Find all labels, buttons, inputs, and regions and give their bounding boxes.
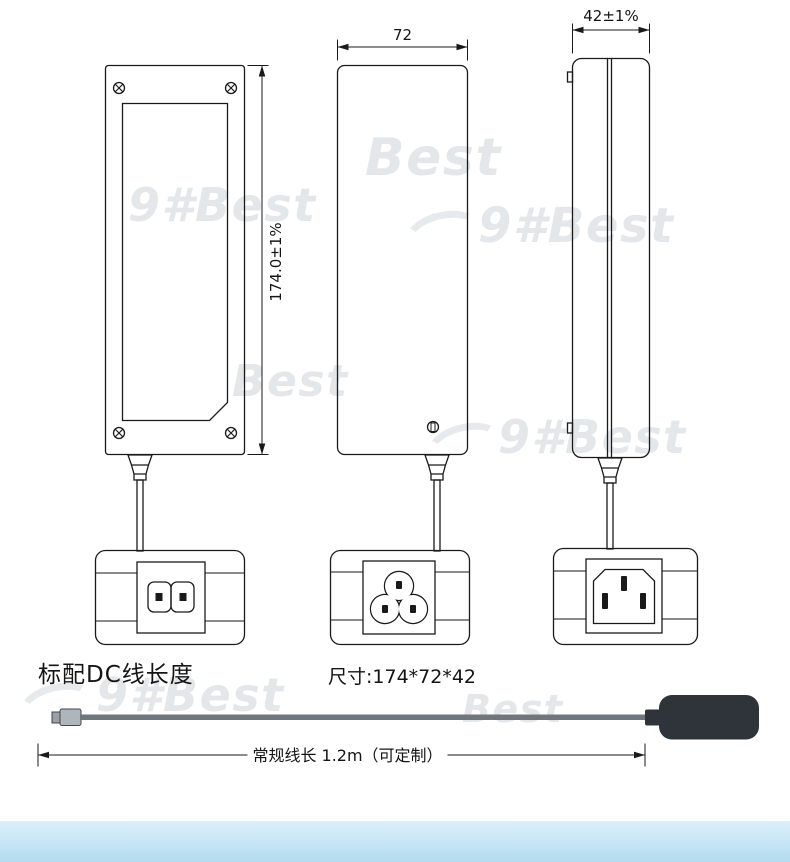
watermark-logo: Best (365, 128, 502, 188)
watermark-logo: Best (232, 356, 349, 407)
c6-inlet-socket (329, 549, 471, 646)
cable-line (80, 714, 650, 720)
dim-height-label: 174.0±1% (267, 222, 285, 302)
c14-inlet-icon (592, 568, 656, 625)
size-label: 尺寸:174*72*42 (328, 666, 477, 688)
screw-hole-icon (426, 420, 440, 434)
screw-icon (224, 81, 238, 95)
watermark-logo: 9#Best (96, 668, 285, 722)
cable-length-label: 常规线长 1.2m（可定制） (252, 746, 443, 765)
c6-inlet-icon (369, 570, 429, 625)
dim-cable-lines (37, 743, 646, 767)
watermark-logo: 9#Best (478, 198, 675, 254)
parting-lines (606, 57, 613, 459)
screw-icon (224, 426, 238, 440)
watermark-logo: Best (462, 687, 564, 731)
clip-tab (566, 422, 574, 434)
cable-strain-relief (597, 457, 623, 550)
label-window (121, 102, 229, 422)
c8-inlet-socket (94, 549, 246, 646)
cable-strain-relief (424, 454, 450, 552)
c8-inlet-icon (147, 581, 195, 613)
watermark-logo: 9#Best (128, 178, 317, 232)
clip-tab (566, 71, 574, 83)
dim-height-lines (247, 65, 269, 455)
cable-strain-relief (127, 454, 153, 552)
dc-plug-barrel (59, 708, 82, 726)
screw-icon (112, 81, 126, 95)
front-view (104, 64, 246, 552)
watermark-logo: 9#Best (498, 410, 687, 464)
bottom-accent-bar (0, 821, 790, 862)
side-view (336, 64, 469, 552)
dim-depth-lines (572, 23, 650, 54)
adapter-plug-body (659, 695, 759, 740)
dim-width-label: 72 (392, 26, 413, 44)
edge-view (566, 57, 651, 550)
dim-depth-label: 42±1% (583, 7, 639, 25)
dc-cable-illustration (51, 695, 759, 740)
dc-length-title: 标配DC线长度 (38, 662, 194, 688)
screw-icon (112, 426, 126, 440)
c14-inlet-socket (552, 547, 699, 646)
plug-neck (645, 709, 663, 726)
dim-width-lines (337, 39, 468, 61)
